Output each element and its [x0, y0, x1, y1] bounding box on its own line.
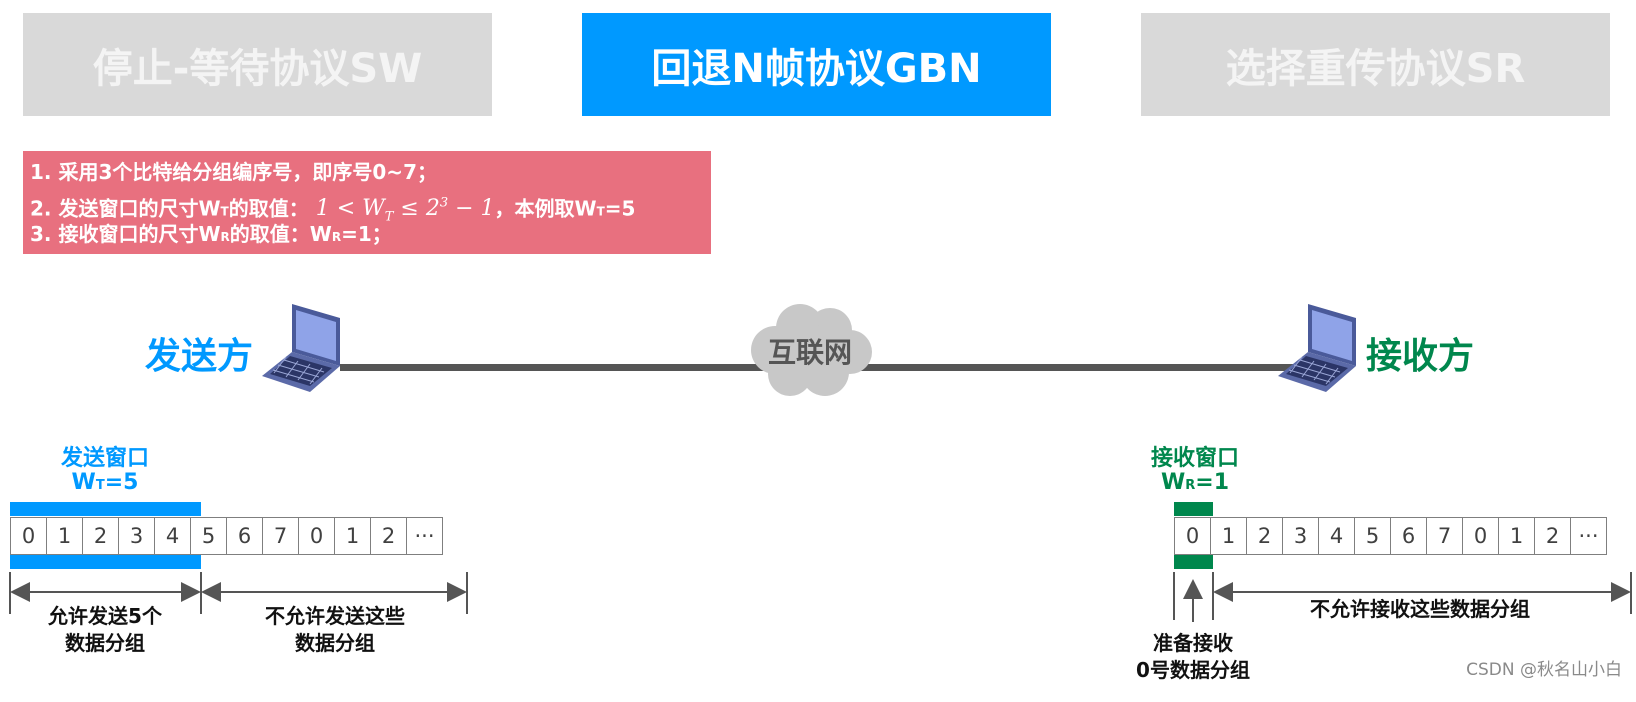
sequence-cell: 0	[10, 517, 47, 555]
notes-box: 1. 采用3个比特给分组编序号，即序号0~7； 2. 发送窗口的尺寸WT的取值：…	[23, 151, 711, 254]
sender-laptop-icon	[262, 304, 340, 392]
sequence-cell: 2	[82, 517, 119, 555]
sequence-cell: 1	[334, 517, 371, 555]
send-allowed-label: 允许发送5个数据分组	[48, 604, 162, 655]
internet-cloud-icon: 互联网	[751, 304, 872, 396]
sequence-cell: 5	[1354, 517, 1391, 555]
sequence-cell: 7	[1426, 517, 1463, 555]
sequence-cell: 5	[190, 517, 227, 555]
sequence-cell: ···	[406, 517, 443, 555]
recv-window-top-bar	[1174, 502, 1213, 516]
sequence-cell: 4	[154, 517, 191, 555]
recv-window-bottom-bar	[1174, 555, 1213, 569]
receiver-label: 接收方	[1366, 336, 1475, 377]
send-window-bottom-bar	[10, 555, 201, 569]
sequence-cell: 1	[1498, 517, 1535, 555]
sequence-cell: 7	[262, 517, 299, 555]
send-window-top-bar	[10, 502, 201, 516]
sequence-cell: 0	[298, 517, 335, 555]
note-line-2: 2. 发送窗口的尺寸WT的取值： 1 < WT ≤ 23 − 1，本例取WT=5	[30, 196, 636, 225]
sequence-cell: 2	[370, 517, 407, 555]
send-window-size: WT=5	[71, 470, 139, 495]
tab-gbn[interactable]: 回退N帧协议GBN	[582, 13, 1051, 116]
recv-window-size: WR=1	[1160, 470, 1230, 495]
sequence-cell: 6	[226, 517, 263, 555]
send-window-title: 发送窗口	[60, 446, 149, 471]
sequence-cell: ···	[1570, 517, 1607, 555]
note-line-3: 3. 接收窗口的尺寸WR的取值：WR=1；	[30, 222, 392, 246]
receiver-laptop-icon	[1278, 304, 1356, 392]
sequence-cell: 1	[1210, 517, 1247, 555]
sequence-cell: 3	[1282, 517, 1319, 555]
internet-label: 互联网	[768, 336, 852, 369]
recv-window-title: 接收窗口	[1150, 446, 1239, 471]
tab-sr[interactable]: 选择重传协议SR	[1141, 13, 1610, 116]
note-line-1: 1. 采用3个比特给分组编序号，即序号0~7；	[30, 160, 437, 184]
window-size-formula: 1 < WT ≤ 23 − 1	[315, 196, 495, 225]
watermark: CSDN @秋名山小白	[1466, 660, 1622, 680]
recv-denied-label: 不允许接收这些数据分组	[1310, 597, 1530, 621]
sequence-cell: 0	[1462, 517, 1499, 555]
send-denied-label: 不允许发送这些数据分组	[265, 604, 405, 655]
tab-sw[interactable]: 停止-等待协议SW	[23, 13, 492, 116]
sequence-cell: 2	[1246, 517, 1283, 555]
sender-label: 发送方	[145, 336, 254, 377]
sequence-cell: 1	[46, 517, 83, 555]
sequence-cell: 6	[1390, 517, 1427, 555]
